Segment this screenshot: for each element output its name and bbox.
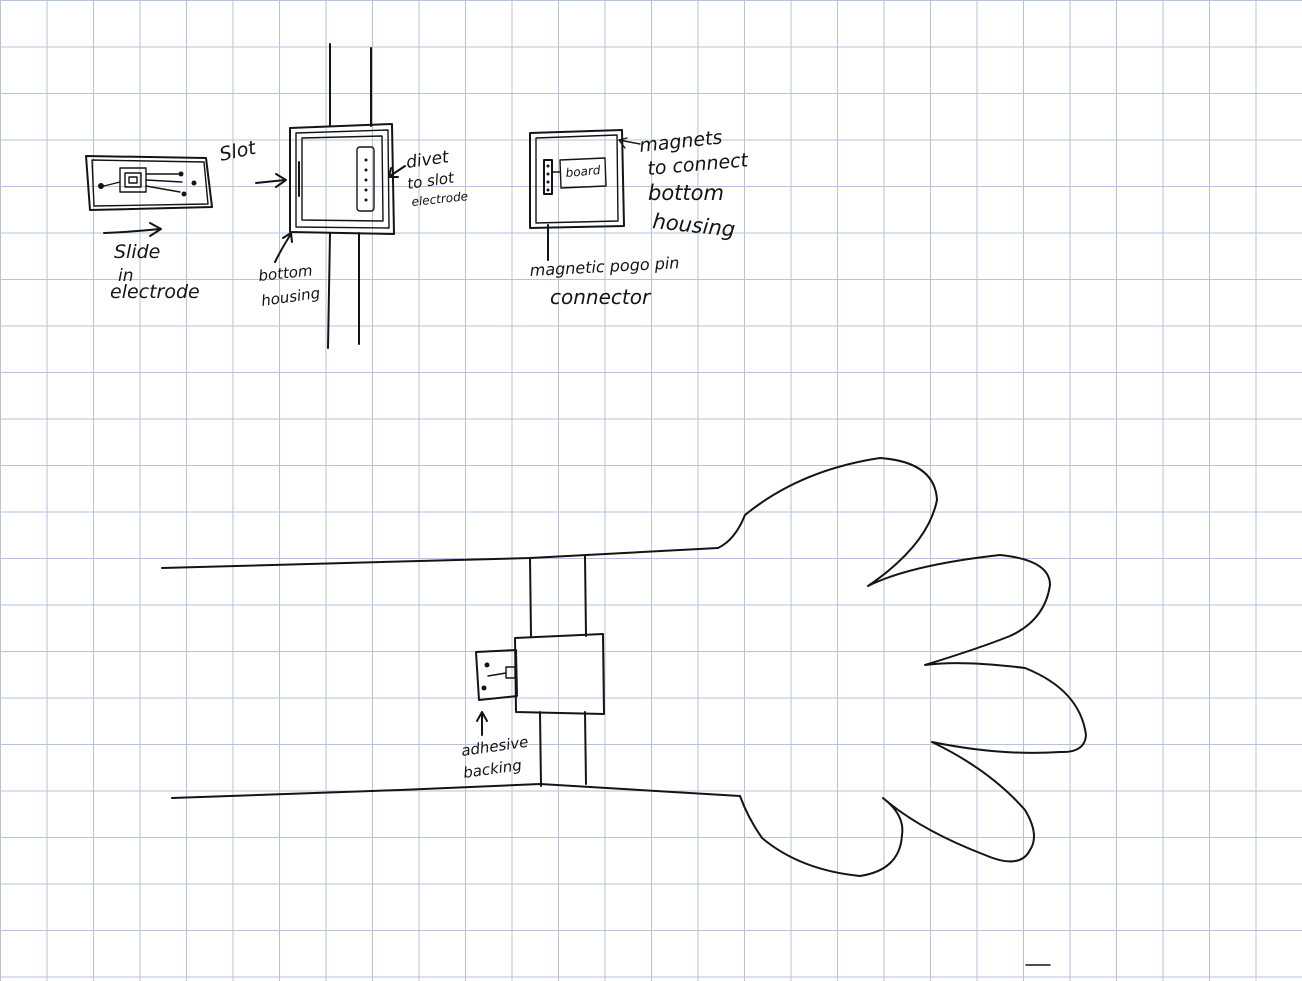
slot-arrow [256,174,286,187]
housing-box [290,124,394,234]
slide-label: Slide [114,241,160,263]
connector-label: connector [550,285,652,309]
electrode-small-label: electrode [411,189,469,209]
bottom-label-2: bottom [648,181,724,205]
bottom-label: bottom [258,261,314,285]
backing-label: backing [462,756,523,782]
adhesive-arrow [477,712,487,735]
slide-arrow [104,223,161,236]
electrode-label: electrode [110,281,200,303]
strap-top [330,44,371,126]
housing-label: housing [260,284,321,310]
housing-label-2: housing [651,209,736,242]
top-housing-box [530,130,624,260]
wrist-housing [515,634,604,714]
electrode-card [86,156,212,210]
to-slot-label: to slot [406,168,456,193]
arm-outline [162,548,740,798]
board-label: board [565,163,601,180]
slot-label: Slot [217,136,259,165]
wrist-band [530,556,586,786]
wrist-electrode [476,650,517,700]
divet-arrow [389,166,405,177]
bottom-housing-arrow [275,233,292,262]
strap-bottom [328,233,359,348]
hand-outline [718,458,1086,876]
pogo-label: magnetic pogo pin [529,253,680,280]
